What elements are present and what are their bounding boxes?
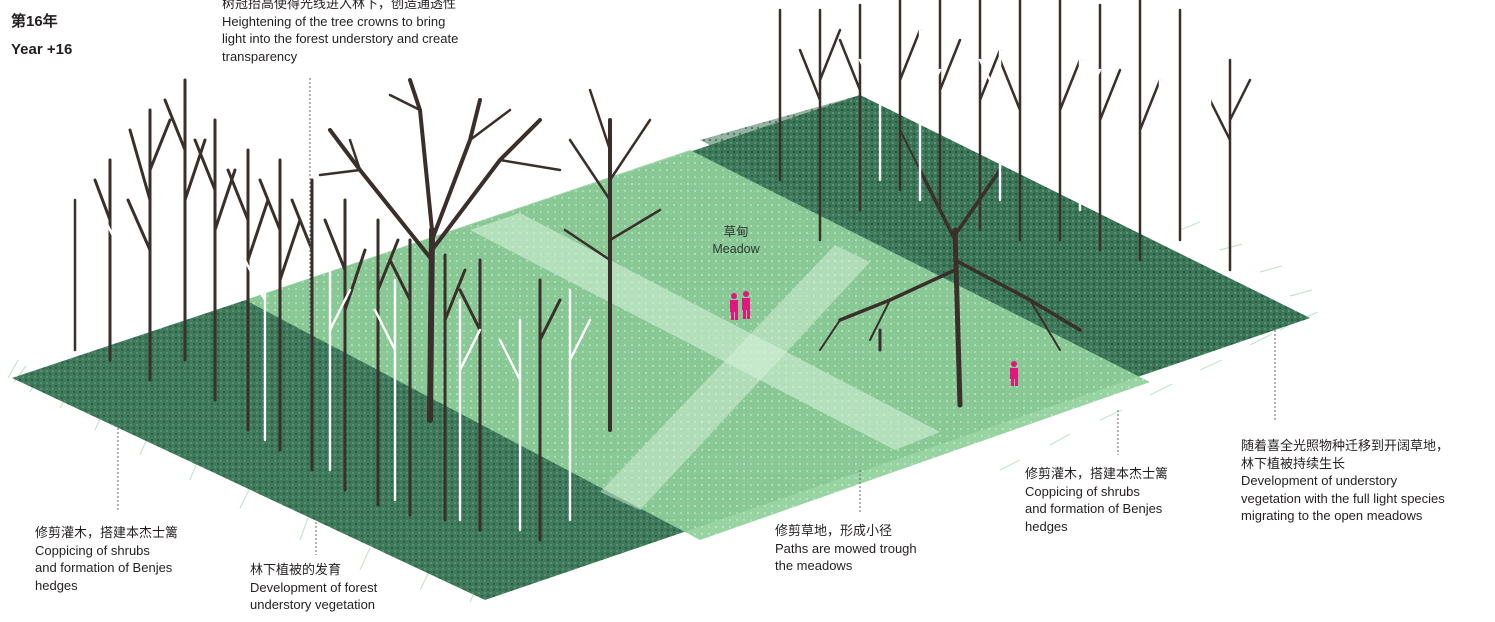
people-figures	[730, 291, 1018, 386]
annotation-line: and formation of Benjes	[1025, 501, 1163, 516]
annotation-line: 修剪灌木，搭建本杰士篱	[1025, 466, 1169, 481]
mowed-path-1	[470, 213, 940, 450]
annotation-understory: 林下植被的发育 Development of forest understory…	[250, 561, 377, 614]
annotation-paths: 修剪草地，形成小径 Paths are mowed trough the mea…	[775, 522, 917, 575]
annotation-line: Coppicing of shrubs	[1025, 483, 1140, 499]
leader-lines	[117, 78, 1276, 555]
mowed-path-2	[600, 245, 870, 510]
annotation-line: 林下植被持续生长	[1241, 455, 1346, 471]
annotation-line: and formation of Benjes	[35, 560, 173, 575]
center-tree	[563, 88, 662, 432]
large-tree-crown	[318, 78, 562, 423]
annotation-line: hedges	[35, 577, 78, 593]
annotation-line: vegetation with the full light species	[1241, 490, 1445, 506]
year-cn: 第16年	[11, 13, 58, 30]
annotation-line: 林下植被的发育	[250, 562, 342, 577]
white-trees	[98, 8, 1212, 532]
annotation-line: Development of forest	[250, 579, 378, 595]
annotation-line: Coppicing of shrubs	[35, 542, 150, 558]
annotation-coppicing-right: 修剪灌木，搭建本杰士篱 Coppicing of shrubs and form…	[1025, 465, 1168, 535]
annotation-line: transparency	[222, 48, 298, 64]
year-label: 第16年 Year +16	[11, 8, 72, 64]
annotation-line: the meadows	[775, 558, 853, 573]
meadow-label: 草甸 Meadow	[704, 224, 768, 258]
annotation-line: light into the forest understory and cre…	[222, 31, 459, 46]
year-en: Year +16	[11, 41, 73, 58]
annotation-line: Heightening of the tree crowns to bring	[222, 13, 446, 29]
annotation-line: migrating to the open meadows	[1241, 508, 1423, 523]
annotation-line: 修剪灌木，搭建本杰士篱	[35, 525, 179, 540]
annotation-crowns: 树冠抬高使得光线进入林下，创造通透性 Heightening of the tr…	[222, 0, 458, 65]
annotation-line: 修剪草地，形成小径	[775, 523, 893, 538]
annotation-line: 随着喜全光照物种迁移到开阔草地，	[1241, 438, 1450, 453]
annotation-line: Paths are mowed trough	[775, 540, 917, 556]
right-tree	[819, 129, 1082, 408]
annotation-line: understory vegetation	[250, 597, 376, 612]
annotation-line: Development of understory	[1241, 473, 1398, 488]
annotation-migration: 随着喜全光照物种迁移到开阔草地， 林下植被持续生长 Development of…	[1241, 437, 1449, 525]
dark-trees-left	[73, 78, 562, 542]
annotation-line: 树冠抬高使得光线进入林下，创造通透性	[222, 0, 457, 11]
meadow-en: Meadow	[712, 242, 760, 256]
annotation-line: hedges	[1025, 518, 1068, 534]
meadow-cn: 草甸	[723, 225, 749, 239]
dark-trees-right	[778, 0, 1252, 272]
annotation-coppicing-left: 修剪灌木，搭建本杰士篱 Coppicing of shrubs and form…	[35, 524, 178, 594]
